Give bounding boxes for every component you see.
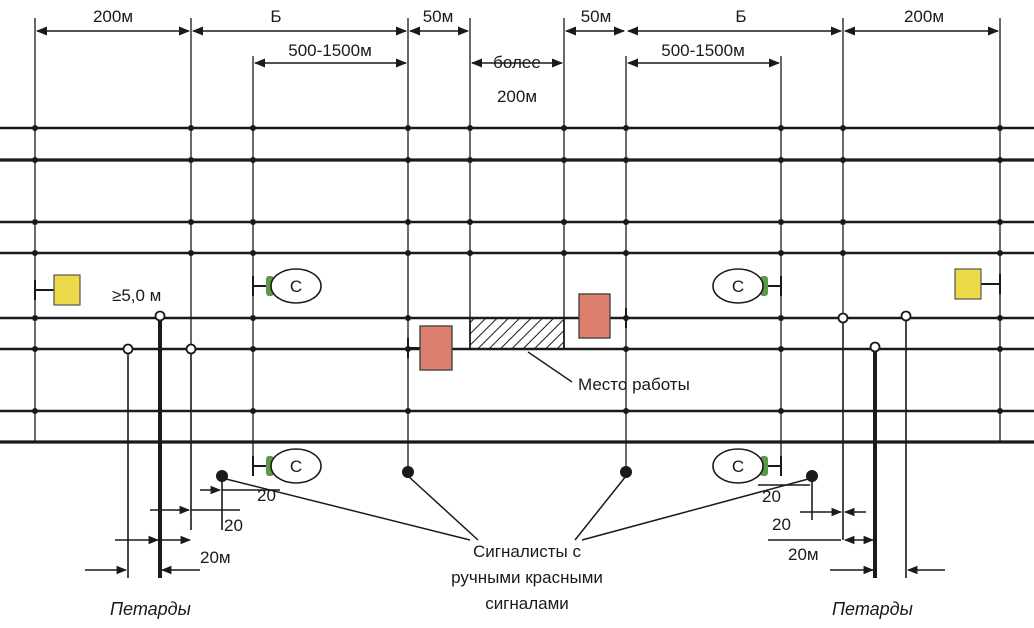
petard-icon (185, 343, 197, 355)
dim-label-left-20m: 20м (200, 548, 231, 567)
petards-left-dimensions (85, 485, 280, 575)
dim-label-right-20b: 20 (772, 515, 791, 534)
petard-icon (900, 310, 912, 322)
signalmen-leaders (221, 475, 813, 541)
petard-icon (154, 310, 166, 322)
signalmen-label-line-3: сигналами (485, 594, 569, 613)
petard-icon (869, 341, 881, 353)
petard-icon (837, 312, 849, 324)
dim-label-left-50: 50м (423, 7, 454, 26)
dim-label-right-200: 200м (904, 7, 944, 26)
signalmen-label: Сигналисты с ручными красными сигналами (451, 542, 603, 613)
dim-label-left-20a: 20 (257, 486, 276, 505)
petards-left-label: Петарды (110, 599, 191, 619)
track-rails (0, 126, 1034, 444)
c-signal-right-top: С (712, 268, 782, 304)
dim-label-left-range: 500-1500м (288, 41, 372, 60)
signal-yellow-right (954, 268, 1001, 300)
dim-label-left-20b: 20 (224, 516, 243, 535)
petard-icon (122, 343, 134, 355)
track-node-dots (32, 125, 1003, 414)
c-signal-icon (712, 268, 764, 304)
red-signal-icon (578, 293, 611, 339)
c-signal-label: С (290, 457, 302, 476)
petards-left: ≥5,0 м (112, 286, 223, 578)
c-signal-icon (270, 268, 322, 304)
signal-yellow-left (34, 274, 81, 306)
c-signal-label: С (732, 457, 744, 476)
petards-right-dimensions (758, 484, 945, 575)
c-signal-label: С (732, 277, 744, 296)
signalmen-label-line-2: ручными красными (451, 568, 603, 587)
dim-label-right-50: 50м (581, 7, 612, 26)
dim-label-right-20m: 20м (788, 545, 819, 564)
c-signal-icon (712, 448, 764, 484)
yellow-signal-icon (53, 274, 81, 306)
c-signal-right-bottom: С (712, 448, 782, 484)
signalman-icon (620, 466, 632, 478)
dim-label-center-more-2: 200м (497, 87, 537, 106)
c-signal-left-top: С (252, 268, 322, 304)
dim-label-left-200: 200м (93, 7, 133, 26)
worksite-label: Место работы (578, 375, 690, 394)
petards-right-label: Петарды (832, 599, 913, 619)
yellow-signal-icon (954, 268, 982, 300)
dim-label-right-20a: 20 (762, 487, 781, 506)
top-dimensions (35, 26, 1000, 68)
petards-left-dim-labels: 20 20 20м (200, 486, 276, 567)
red-signal-icon (419, 325, 453, 371)
c-signal-label: С (290, 277, 302, 296)
dim-label-right-b: Б (735, 7, 746, 26)
signalmen-label-line-1: Сигналисты с (473, 542, 581, 561)
dim-label-right-range: 500-1500м (661, 41, 745, 60)
petards-right (811, 310, 912, 578)
worksite-hatched-area (469, 317, 565, 350)
petards-right-dim-labels: 20 20 20м (762, 487, 819, 564)
signalman-icon (402, 466, 414, 478)
signal-red-right (578, 293, 627, 339)
signal-red-left (407, 325, 453, 371)
dim-label-center-more-1: более (493, 53, 541, 72)
ge5-label: ≥5,0 м (112, 286, 161, 305)
c-signal-left-bottom: С (252, 448, 322, 484)
top-dimension-labels: 200м Б 50м 50м Б 200м 500-1500м 500-1500… (93, 7, 944, 106)
dim-label-left-b: Б (270, 7, 281, 26)
c-signal-icon (270, 448, 322, 484)
